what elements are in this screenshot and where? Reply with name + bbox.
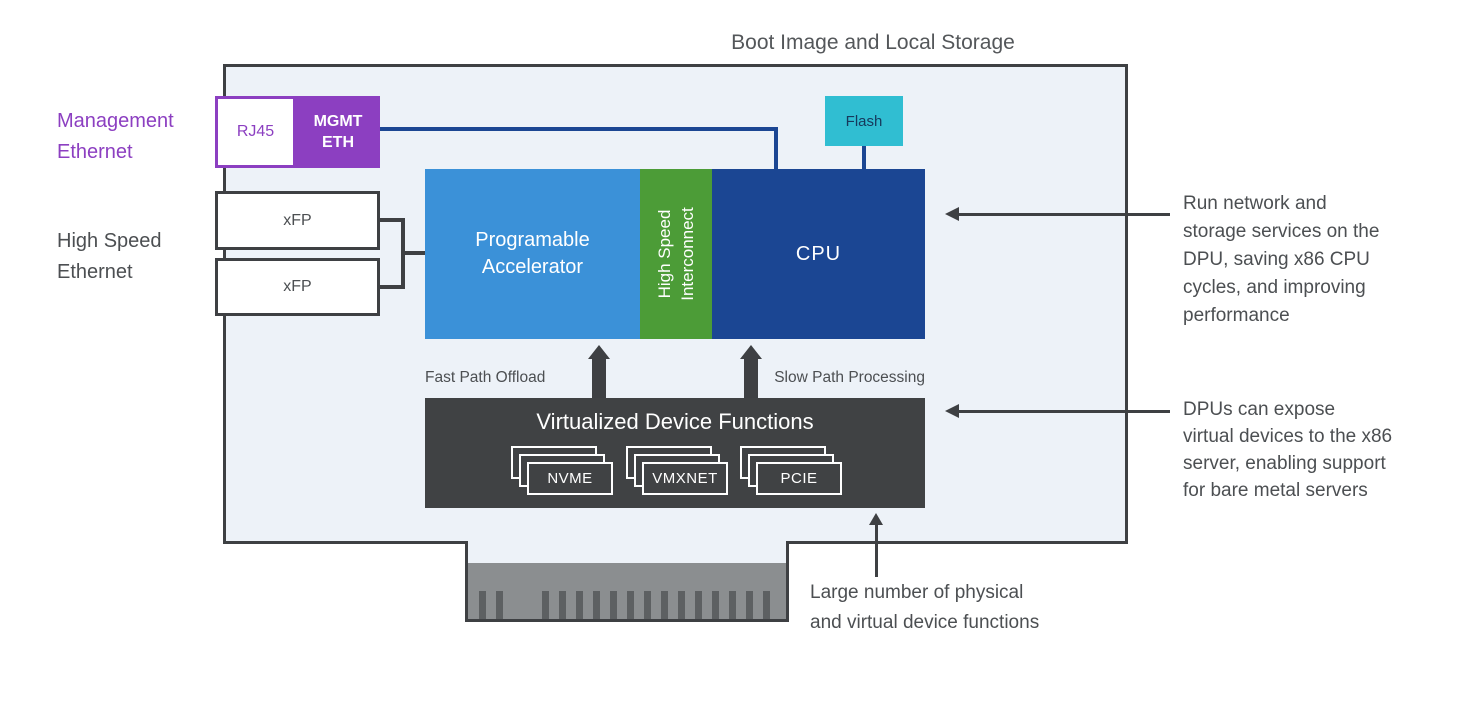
xfp-port-2: xFP bbox=[215, 258, 380, 316]
vdf-annotation: DPUs can expose virtual devices to the x… bbox=[1183, 399, 1393, 501]
cpu-note-arrow-line bbox=[957, 213, 1170, 216]
xfp-bracket-to-accelerator bbox=[401, 251, 425, 255]
stack-card-front: PCIE bbox=[756, 462, 842, 495]
flash-block: Flash bbox=[825, 96, 903, 146]
mgmt-eth-to-cpu-line-horizontal bbox=[380, 127, 778, 131]
rj45-port-label: RJ45 bbox=[236, 123, 275, 140]
cpu-annotation: Run network and storage services on the … bbox=[1183, 193, 1380, 326]
diagram-title: Boot Image and Local Storage bbox=[731, 31, 1015, 54]
device-stack-nvme: NVME bbox=[511, 446, 613, 495]
flash-to-cpu-line bbox=[862, 144, 866, 171]
edge-connector-body bbox=[468, 563, 786, 619]
xfp-port-1: xFP bbox=[215, 191, 380, 250]
fast-path-offload-label: Fast Path Offload bbox=[425, 369, 546, 386]
cpu-note-arrow-left-icon bbox=[945, 207, 959, 221]
fast-path-arrow-shaft bbox=[592, 357, 606, 398]
vdf-note-arrow-left-icon bbox=[945, 404, 959, 418]
high-speed-interconnect-label: High Speed Interconnect bbox=[655, 207, 697, 301]
xfp1-bracket-stub bbox=[380, 218, 405, 222]
mgmt-eth-to-cpu-line-vertical bbox=[774, 127, 778, 171]
stack-card-front: NVME bbox=[527, 462, 613, 495]
mgmt-eth-block-label: MGMT ETH bbox=[313, 113, 363, 151]
xfp-port-2-label: xFP bbox=[283, 278, 312, 295]
device-stack-pcie: PCIE bbox=[740, 446, 842, 495]
cpu-label: CPU bbox=[795, 242, 842, 265]
stack-card-front: VMXNET bbox=[642, 462, 728, 495]
slow-path-arrow-shaft bbox=[744, 357, 758, 398]
device-stack-vmxnet: VMXNET bbox=[626, 446, 728, 495]
cpu-block: CPU bbox=[712, 169, 925, 339]
vmxnet-label: VMXNET bbox=[652, 470, 718, 487]
management-ethernet-label: Management Ethernet bbox=[57, 110, 174, 163]
pcie-label: PCIE bbox=[780, 470, 818, 487]
xfp-port-1-label: xFP bbox=[283, 211, 312, 229]
flash-block-label: Flash bbox=[845, 112, 883, 130]
programmable-accelerator-label: Programable Accelerator bbox=[475, 229, 590, 278]
nvme-label: NVME bbox=[547, 470, 593, 487]
connector-annotation: Large number of physical and virtual dev… bbox=[810, 582, 1040, 633]
connector-note-arrow-up-icon bbox=[869, 513, 883, 525]
xfp2-bracket-stub bbox=[380, 285, 405, 289]
high-speed-interconnect-block: High Speed Interconnect bbox=[640, 169, 712, 339]
high-speed-ethernet-label: High Speed Ethernet bbox=[57, 230, 162, 283]
vdf-note-arrow-line bbox=[957, 410, 1170, 413]
mgmt-eth-block: MGMT ETH bbox=[296, 96, 380, 168]
edge-connector-pins-main bbox=[542, 591, 770, 619]
slow-path-processing-label: Slow Path Processing bbox=[774, 369, 925, 386]
edge-connector-pins-left bbox=[479, 591, 503, 619]
connector-note-arrow-line bbox=[875, 524, 878, 577]
rj45-port: RJ45 bbox=[215, 96, 296, 168]
programmable-accelerator-block: Programable Accelerator bbox=[425, 169, 640, 339]
virtualized-device-functions-title: Virtualized Device Functions bbox=[536, 409, 814, 434]
slow-path-arrow-up-icon bbox=[740, 345, 762, 359]
fast-path-arrow-up-icon bbox=[588, 345, 610, 359]
pcie-edge-connector bbox=[465, 541, 789, 622]
